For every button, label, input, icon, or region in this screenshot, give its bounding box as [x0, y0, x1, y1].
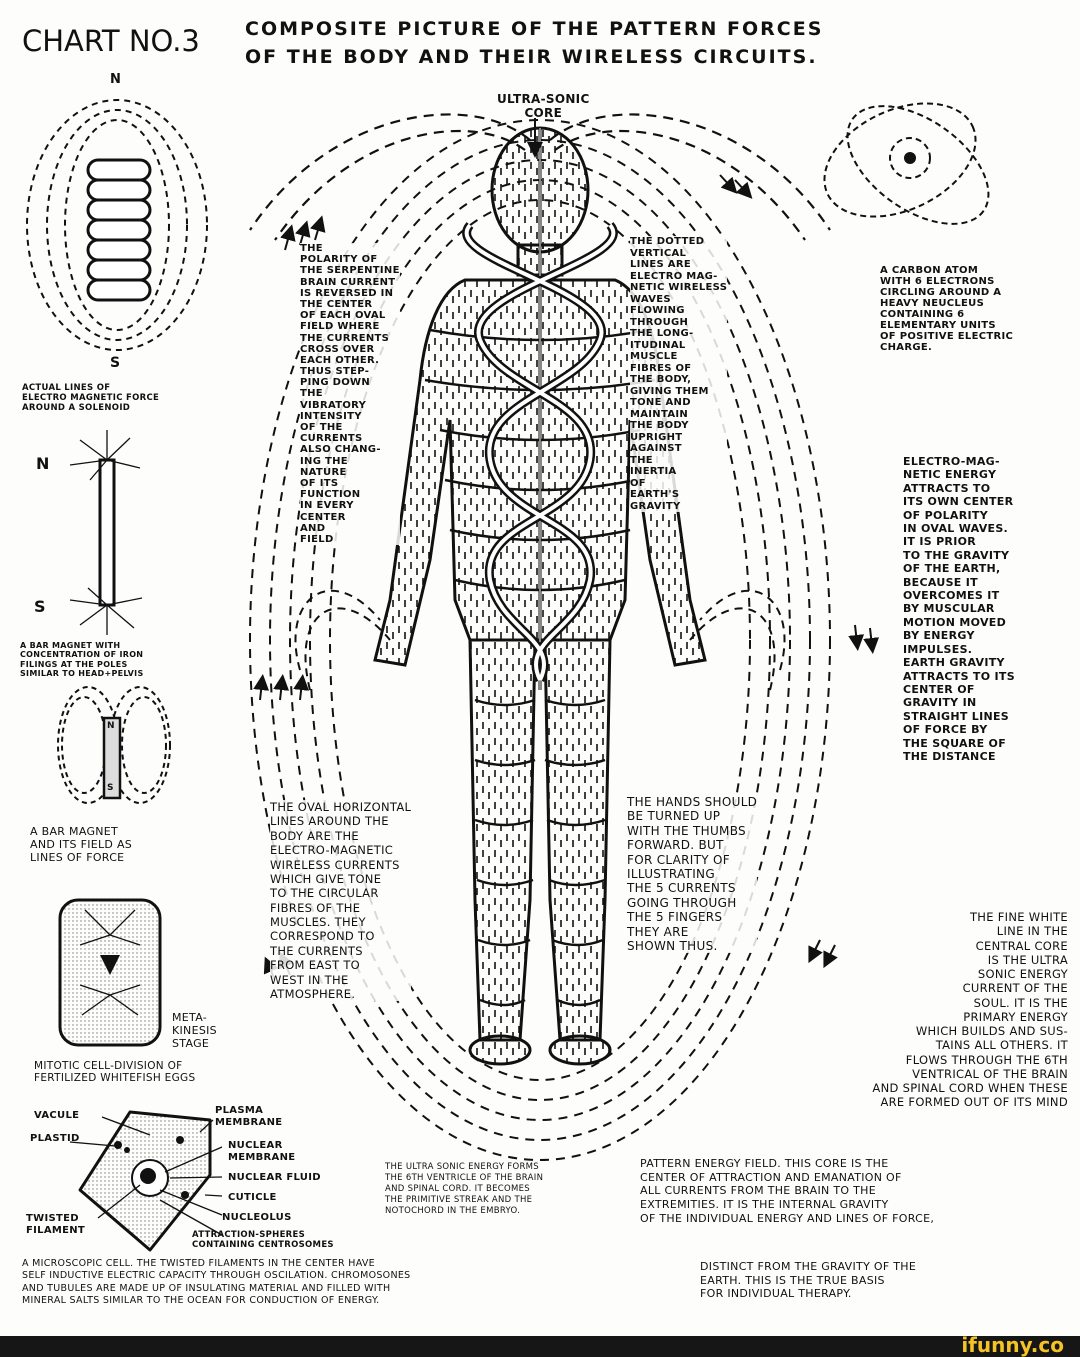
watermark-bar: ifunny.co — [0, 1333, 1080, 1357]
ultra-sonic-core-label: ULTRA-SONIC CORE — [497, 92, 590, 121]
bar-magnet-field-diagram — [57, 686, 171, 804]
label-nucleolus: NUCLEOLUS — [222, 1212, 292, 1223]
carbon-atom-diagram — [823, 102, 990, 225]
field-pole-n: N — [107, 721, 115, 731]
microscopic-cell-diagram — [69, 1110, 223, 1252]
atom-nucleus-icon — [904, 152, 916, 164]
chart-title-line-1: COMPOSITE PICTURE OF THE PATTERN FORCES — [245, 18, 824, 40]
chart-title-line-2: OF THE BODY AND THEIR WIRELESS CIRCUITS. — [245, 45, 818, 68]
chart-number: CHART NO.3 — [22, 24, 200, 58]
bar-magnet-filings-diagram — [69, 430, 143, 635]
label-plastid: PLASTID — [30, 1133, 80, 1144]
label-vacule: VACULE — [34, 1110, 80, 1121]
solenoid-diagram — [26, 99, 208, 351]
field-pole-s: S — [107, 783, 114, 793]
cell-caption: A MICROSCOPIC CELL. THE TWISTED FILAMENT… — [22, 1258, 411, 1307]
label-cuticle: CUTICLE — [228, 1192, 277, 1203]
watermark-logo: ifunny.co — [961, 1333, 1064, 1357]
filings-pole-n: N — [36, 454, 50, 473]
chart-title: COMPOSITE PICTURE OF THE PATTERN FORCES … — [245, 16, 823, 71]
mitotic-cell-diagram — [58, 898, 162, 1047]
filings-pole-s: S — [34, 597, 46, 616]
solenoid-pole-n: N — [110, 72, 122, 87]
solenoid-pole-s: S — [110, 355, 121, 371]
label-nuclear-fluid: NUCLEAR FLUID — [228, 1172, 321, 1183]
